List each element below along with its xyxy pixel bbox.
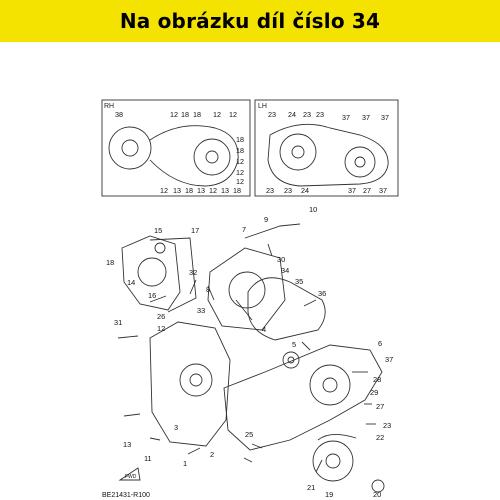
crankcase-middle-part bbox=[207, 247, 286, 331]
lh-callout: 23 bbox=[316, 110, 324, 119]
lh-cover-drawing bbox=[267, 123, 389, 187]
bearing-part bbox=[282, 351, 300, 369]
rh-callout: 18 bbox=[181, 110, 189, 119]
rh-callout: 12 bbox=[170, 110, 178, 119]
rh-callout: 12 bbox=[209, 186, 217, 195]
inset-lh-frame bbox=[254, 99, 399, 197]
callout: 8 bbox=[206, 285, 210, 294]
drawing-code: BE21431-R100 bbox=[102, 492, 150, 499]
callout: 17 bbox=[191, 226, 199, 235]
inset-lh-label: LH bbox=[258, 103, 267, 110]
callout: 26 bbox=[157, 312, 165, 321]
rh-callout: 18 bbox=[236, 146, 244, 155]
callout: 10 bbox=[309, 205, 317, 214]
lh-callout: 37 bbox=[362, 113, 370, 122]
callout: 6 bbox=[378, 339, 382, 348]
lh-callout: 23 bbox=[303, 110, 311, 119]
callout: 11 bbox=[144, 454, 152, 463]
lh-callout: 37 bbox=[348, 186, 356, 195]
fwd-arrow bbox=[118, 467, 141, 481]
rh-callout: 12 bbox=[236, 177, 244, 186]
lh-callout: 23 bbox=[268, 110, 276, 119]
callout: 19 bbox=[325, 490, 333, 499]
callout: 36 bbox=[318, 289, 326, 298]
lh-callout: 37 bbox=[342, 113, 350, 122]
rh-callout: 13 bbox=[221, 186, 229, 195]
callout: 12 bbox=[157, 324, 165, 333]
callout: 34 bbox=[281, 266, 289, 275]
lh-callout: 24 bbox=[288, 110, 296, 119]
rh-callout: 12 bbox=[236, 157, 244, 166]
rh-callout: 12 bbox=[160, 186, 168, 195]
header-banner: Na obrázku díl číslo 34 bbox=[0, 0, 500, 42]
callout: 33 bbox=[197, 306, 205, 315]
rh-callout: 38 bbox=[115, 110, 123, 119]
callout: 1 bbox=[183, 459, 187, 468]
callout: 35 bbox=[295, 277, 303, 286]
rh-callout: 18 bbox=[185, 186, 193, 195]
callout: 27 bbox=[376, 402, 384, 411]
callout: 4 bbox=[262, 325, 266, 334]
callout: 13 bbox=[123, 440, 131, 449]
callout: 3 bbox=[174, 423, 178, 432]
rh-callout: 12 bbox=[213, 110, 221, 119]
rh-callout: 18 bbox=[236, 135, 244, 144]
callout: 2 bbox=[210, 450, 214, 459]
crankcase-cover-part bbox=[121, 235, 181, 311]
callout: 28 bbox=[373, 375, 381, 384]
callout: 7 bbox=[242, 225, 246, 234]
rh-callout: 18 bbox=[193, 110, 201, 119]
rh-cover-drawing bbox=[108, 125, 239, 187]
lh-callout: 37 bbox=[379, 186, 387, 195]
callout: 23 bbox=[383, 421, 391, 430]
callout: 37 bbox=[385, 355, 393, 364]
crankcase-left-part bbox=[223, 344, 383, 451]
lh-callout: 23 bbox=[284, 186, 292, 195]
rh-callout: 13 bbox=[197, 186, 205, 195]
clutch-cover-part bbox=[312, 434, 357, 482]
callout: 18 bbox=[106, 258, 114, 267]
callout: 31 bbox=[114, 318, 122, 327]
side-cover-gasket bbox=[247, 277, 326, 341]
lh-callout: 23 bbox=[266, 186, 274, 195]
callout: 29 bbox=[370, 388, 378, 397]
rh-callout: 12 bbox=[236, 168, 244, 177]
callout: 15 bbox=[154, 226, 162, 235]
inset-rh-frame bbox=[101, 99, 251, 197]
callout: 21 bbox=[307, 483, 315, 492]
page-title: Na obrázku díl číslo 34 bbox=[119, 9, 381, 33]
lh-callout: 37 bbox=[381, 113, 389, 122]
rh-callout: 12 bbox=[229, 110, 237, 119]
gasket-part bbox=[149, 237, 197, 313]
callout: 30 bbox=[277, 255, 285, 264]
leader-lines bbox=[117, 279, 376, 473]
seal-part bbox=[154, 242, 385, 493]
rh-callout: 13 bbox=[173, 186, 181, 195]
callout: 14 bbox=[127, 278, 135, 287]
callout: 25 bbox=[245, 430, 253, 439]
callout: 5 bbox=[292, 340, 296, 349]
lh-callout: 24 bbox=[301, 186, 309, 195]
fwd-label: FWD bbox=[125, 474, 137, 480]
inset-rh-label: RH bbox=[104, 103, 114, 110]
callout: 22 bbox=[376, 433, 384, 442]
callout: 16 bbox=[148, 291, 156, 300]
callout: 32 bbox=[189, 268, 197, 277]
callout: 9 bbox=[264, 215, 268, 224]
pipe-part bbox=[244, 223, 301, 257]
rh-callout: 18 bbox=[233, 186, 241, 195]
callout: 20 bbox=[373, 490, 381, 499]
crankcase-right-part bbox=[149, 321, 231, 447]
lh-callout: 27 bbox=[363, 186, 371, 195]
